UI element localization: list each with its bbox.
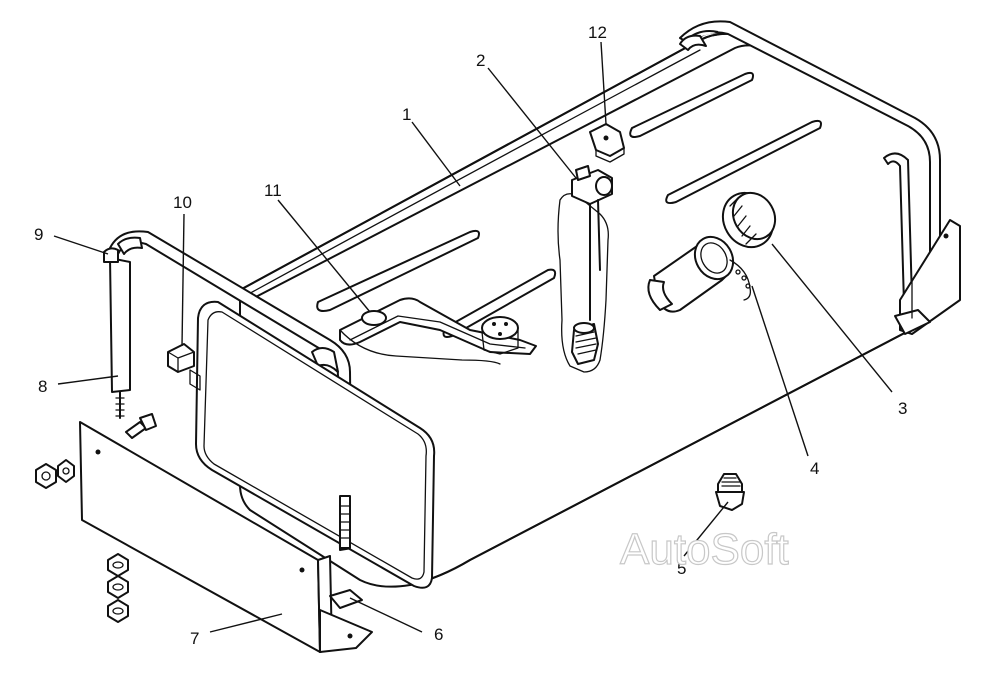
- bolt: [125, 413, 157, 439]
- strap-bolt-lower: [339, 495, 351, 549]
- watermark: AutoSoft: [620, 525, 789, 574]
- callout-4: 4: [810, 459, 819, 478]
- right-strap: [679, 20, 961, 335]
- strap-bolt-8: [103, 247, 131, 419]
- callout-labels: 1 2 3 4 5 6 7 8 9 10 11 12: [34, 23, 907, 648]
- nuts-left: [35, 459, 75, 489]
- tank-end-panel: [189, 300, 436, 589]
- callout-10: 10: [173, 193, 192, 212]
- callout-7: 7: [190, 629, 199, 648]
- mounting-plate-7: [79, 421, 373, 653]
- pad-10: [167, 343, 195, 373]
- callout-6: 6: [434, 625, 443, 644]
- callout-12: 12: [588, 23, 607, 42]
- leader-lines: [53, 41, 893, 633]
- callout-5: 5: [677, 559, 686, 578]
- filler-neck-4: [647, 235, 752, 313]
- level-sender-2: [557, 165, 613, 373]
- left-strap: [109, 230, 353, 551]
- callout-9: 9: [34, 225, 43, 244]
- callout-11: 11: [264, 181, 282, 200]
- nuts-stack: [107, 553, 129, 623]
- callout-3: 3: [898, 399, 907, 418]
- filler-cap-3: [721, 191, 777, 249]
- callout-2: 2: [476, 51, 485, 70]
- drain-plug-5: [715, 473, 745, 511]
- fuel-pickup-11: [339, 297, 537, 365]
- callout-8: 8: [38, 377, 47, 396]
- callout-1: 1: [402, 105, 411, 124]
- bracket-6: [329, 589, 363, 609]
